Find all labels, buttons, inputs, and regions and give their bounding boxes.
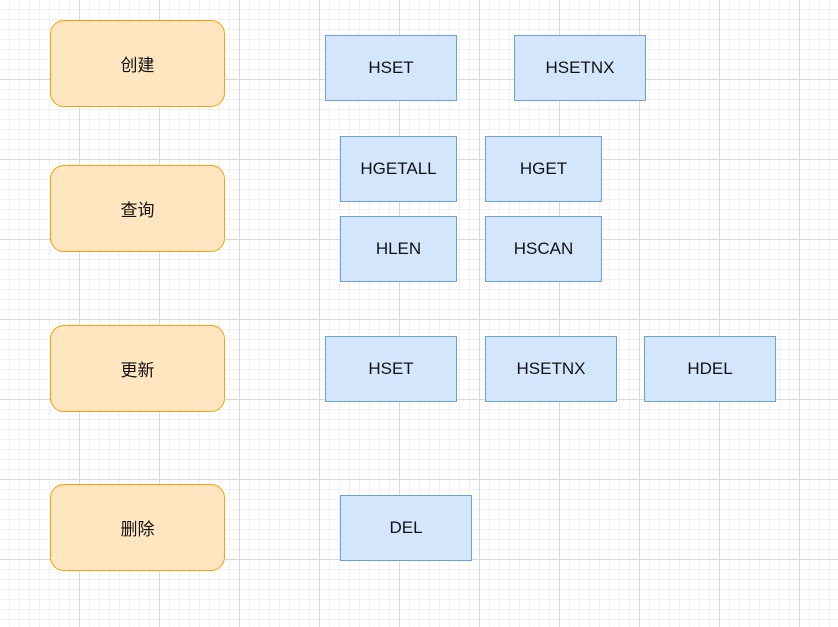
- category-update: 更新: [50, 325, 225, 412]
- command-delete-del: DEL: [340, 495, 472, 561]
- command-label: HDEL: [687, 359, 733, 378]
- command-label: DEL: [389, 518, 423, 537]
- command-query-hgetall: HGETALL: [340, 136, 457, 202]
- command-update-hset: HSET: [325, 336, 457, 402]
- command-label: HSCAN: [513, 239, 574, 258]
- command-label: HSETNX: [545, 58, 615, 77]
- command-label: HGET: [519, 159, 568, 178]
- category-delete-label: 删除: [120, 520, 155, 540]
- command-query-hscan: HSCAN: [485, 216, 602, 282]
- command-label: HSET: [368, 359, 414, 378]
- category-create-label: 创建: [120, 56, 155, 76]
- command-create-hsetnx: HSETNX: [514, 35, 646, 101]
- command-update-hdel: HDEL: [644, 336, 776, 402]
- category-create: 创建: [50, 20, 225, 107]
- command-query-hlen: HLEN: [340, 216, 457, 282]
- command-update-hsetnx: HSETNX: [485, 336, 617, 402]
- category-query-label: 查询: [120, 201, 155, 221]
- command-label: HLEN: [375, 239, 422, 258]
- category-query: 查询: [50, 165, 225, 252]
- category-delete: 删除: [50, 484, 225, 571]
- command-label: HSETNX: [516, 359, 586, 378]
- category-update-label: 更新: [120, 361, 155, 381]
- command-create-hset: HSET: [325, 35, 457, 101]
- command-label: HGETALL: [360, 159, 437, 178]
- command-label: HSET: [368, 58, 414, 77]
- command-query-hget: HGET: [485, 136, 602, 202]
